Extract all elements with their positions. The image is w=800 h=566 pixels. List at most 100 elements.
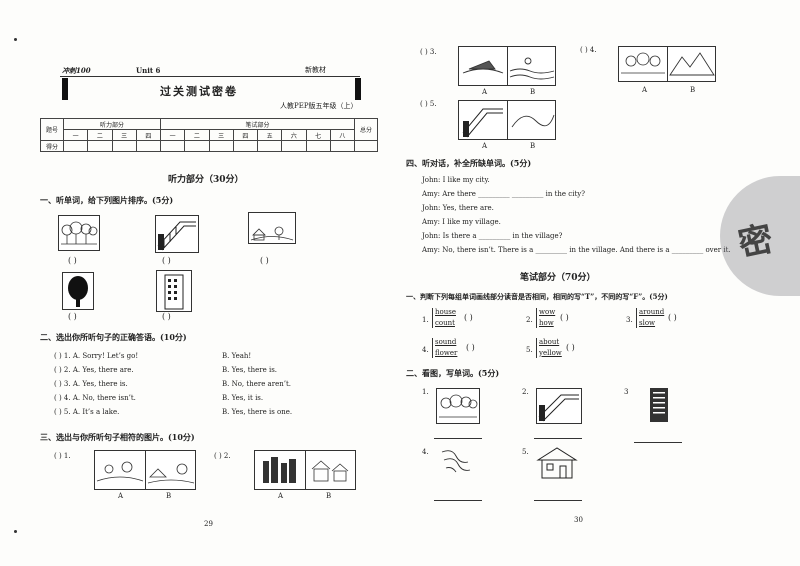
word: around: [639, 308, 665, 316]
option-b-picture: [507, 101, 556, 139]
score-cell[interactable]: [256, 140, 283, 152]
picture-pair-3: [458, 46, 556, 86]
option-a-picture: [255, 451, 305, 489]
item-num: 3.: [626, 316, 633, 324]
score-cell[interactable]: [329, 140, 356, 152]
picture-pair-2: [254, 450, 356, 490]
writing-header: 笔试部分: [160, 118, 355, 130]
word: flower: [435, 349, 458, 357]
picture-river: [438, 444, 472, 478]
word: about: [539, 338, 560, 346]
score-col: 八: [329, 129, 356, 141]
answer-line[interactable]: [434, 500, 482, 501]
picture-pair-5: [458, 100, 556, 140]
score-cell[interactable]: [232, 140, 259, 152]
answer-paren[interactable]: ( ): [260, 256, 269, 265]
score-col: 一: [62, 129, 89, 141]
score-cell[interactable]: [354, 140, 378, 152]
word: count: [435, 319, 455, 327]
picture-pair-4: [618, 46, 716, 82]
header-bar-left: [62, 78, 68, 100]
word: sound: [435, 338, 457, 346]
option-a-picture: [619, 47, 667, 81]
score-row-label: 题号: [40, 118, 64, 141]
score-cell[interactable]: [159, 140, 186, 152]
header-rule: [60, 76, 360, 77]
score-cell[interactable]: [208, 140, 234, 152]
question-2-3: ( ) 3. A. Yes, there is.: [54, 380, 128, 388]
score-col: 三: [111, 129, 137, 141]
score-cell[interactable]: [62, 140, 89, 152]
answer-paren[interactable]: ( ): [68, 312, 77, 321]
score-cell[interactable]: [184, 140, 210, 152]
picture-tree: [62, 272, 94, 310]
total-label: 总分: [354, 118, 378, 141]
label-b: B: [530, 88, 536, 96]
question-2-1: ( ) 1. A. Sorry! Let’s go!: [54, 352, 139, 360]
option-b-picture: [145, 451, 196, 489]
answer-line[interactable]: [434, 438, 482, 439]
answer-paren[interactable]: ( ): [68, 256, 77, 265]
question-2-2: ( ) 2. A. Yes, there are.: [54, 366, 134, 374]
label-b: B: [326, 492, 332, 500]
picture-building: [156, 270, 192, 312]
textbook-label: 人教PEP版五年级（上）: [280, 102, 358, 110]
answer-paren[interactable]: ( ): [566, 343, 575, 352]
page-number-right: 30: [574, 516, 583, 524]
question-2-5: ( ) 5. A. It’s a lake.: [54, 408, 120, 416]
answer-paren[interactable]: ( ): [464, 313, 473, 322]
left-page: 冲刺100 Unit 6 新教材 过关测试密卷 人教PEP版五年级（上） 题号 …: [0, 0, 390, 566]
dialogue-line: John: I like my city.: [422, 176, 490, 184]
answer-paren[interactable]: ( ): [162, 312, 171, 321]
item-num: 3: [624, 388, 629, 396]
picture-village: [248, 212, 296, 244]
dialogue-line: John: Yes, there are.: [422, 204, 494, 212]
score-col: 二: [87, 129, 113, 141]
word-brace: [432, 308, 433, 328]
option-b: B. No, there aren’t.: [222, 380, 291, 388]
answer-line[interactable]: [534, 438, 582, 439]
picture-trees: [58, 215, 100, 251]
score-col: 四: [135, 129, 162, 141]
item-num: 2.: [526, 316, 533, 324]
item-num: 1.: [422, 388, 429, 396]
label-b: B: [690, 86, 696, 94]
score-col: 四: [232, 129, 259, 141]
label-b: B: [530, 142, 536, 150]
dialogue-line: Amy: I like my village.: [422, 218, 501, 226]
dialogue-line: John: Is there a _________ in the villag…: [422, 232, 563, 240]
score-cell[interactable]: [111, 140, 137, 152]
score-table: 题号 听力部分 笔试部分 总分 一 二 三 四 一 二 三 四 五 六 七 八 …: [40, 118, 378, 152]
picture-pair-1: [94, 450, 196, 490]
option-b: B. Yeah!: [222, 352, 252, 360]
score-cell[interactable]: [135, 140, 162, 152]
word: yellow: [539, 349, 562, 357]
score-col: 三: [208, 129, 234, 141]
answer-paren[interactable]: ( ): [162, 256, 171, 265]
label-a: A: [278, 492, 284, 500]
word: wow: [539, 308, 556, 316]
word: slow: [639, 319, 656, 327]
score-col: 七: [305, 129, 331, 141]
listening-heading: 听力部分（30分）: [168, 175, 244, 185]
score-cell[interactable]: [305, 140, 331, 152]
label-b: B: [166, 492, 172, 500]
picture-house: [536, 444, 578, 480]
picture-bridge: [155, 215, 199, 253]
section1-title: 一、听单词，给下列图片排序。(5分): [40, 195, 174, 205]
answer-paren[interactable]: ( ): [560, 313, 569, 322]
answer-line[interactable]: [534, 500, 582, 501]
score-cell[interactable]: [87, 140, 113, 152]
dialogue-line: Amy: Are there _________ _________ in th…: [422, 190, 585, 198]
page-number-left: 29: [204, 520, 213, 528]
section4-title: 四、听对话，补全所缺单词。(5分): [406, 158, 532, 168]
answer-line[interactable]: [634, 442, 682, 443]
item-num: 1.: [422, 316, 429, 324]
word: house: [435, 308, 456, 316]
score-cell[interactable]: [281, 140, 307, 152]
item-num: 5.: [526, 346, 533, 354]
score-col: 六: [281, 129, 307, 141]
answer-paren[interactable]: ( ): [668, 313, 677, 322]
answer-paren[interactable]: ( ): [466, 343, 475, 352]
binding-hole: [14, 530, 17, 533]
